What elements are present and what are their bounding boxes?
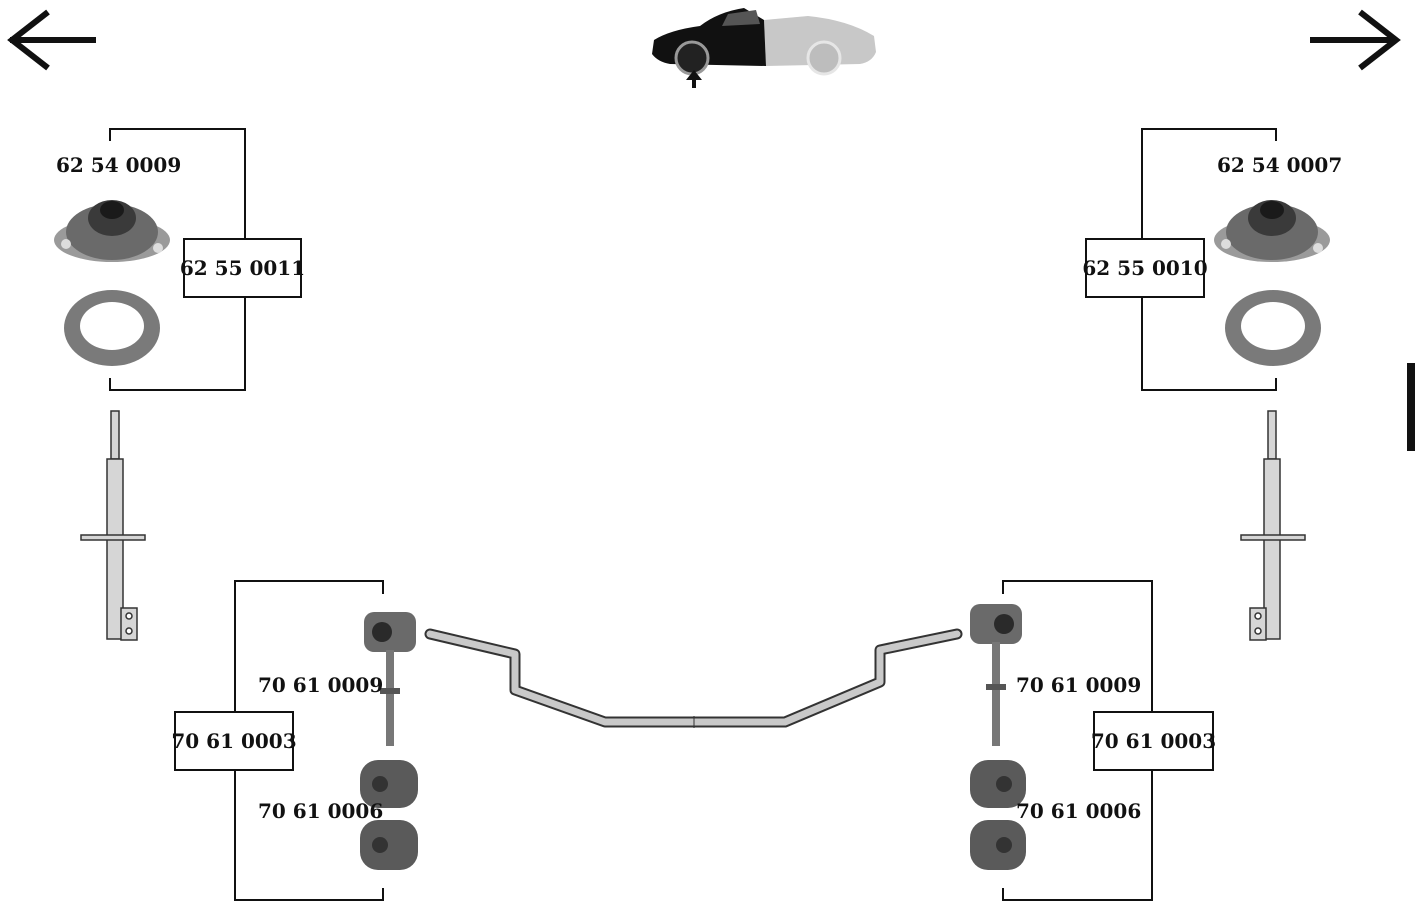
stabilizer-kit-box-left[interactable]: 70 61 0003 xyxy=(171,711,297,771)
stabilizer-bar xyxy=(424,628,963,728)
part-number-bush-left[interactable]: 70 61 0006 xyxy=(258,799,384,823)
part-number-link-left[interactable]: 70 61 0009 xyxy=(258,673,384,697)
shock-absorber-left xyxy=(80,410,146,641)
page-edge-marker xyxy=(1407,363,1415,451)
bearing-ring-left xyxy=(64,290,160,366)
part-kit-box-left[interactable]: 62 55 0011 xyxy=(180,238,305,298)
arrow-left-icon xyxy=(7,9,96,71)
part-kit-box-right[interactable]: 62 55 0010 xyxy=(1082,238,1208,298)
next-arrow-button[interactable] xyxy=(1308,8,1404,72)
stabilizer-link-left xyxy=(364,612,416,746)
stabilizer-kit-box-right[interactable]: 70 61 0003 xyxy=(1091,711,1216,771)
top-mount-right xyxy=(1214,200,1330,262)
stabilizer-link-right xyxy=(970,604,1022,746)
arrow-right-icon xyxy=(1310,9,1401,71)
shock-absorber-right xyxy=(1240,410,1306,641)
part-number-bush-right[interactable]: 70 61 0006 xyxy=(1016,799,1142,823)
bearing-ring-right xyxy=(1225,290,1321,366)
top-mount-left xyxy=(54,200,170,262)
part-number-top-mount-right[interactable]: 62 54 0007 xyxy=(1217,153,1343,177)
bush-left xyxy=(360,760,418,870)
bush-right xyxy=(970,760,1026,870)
car-front-axle-icon[interactable] xyxy=(648,2,880,94)
prev-arrow-button[interactable] xyxy=(4,8,98,72)
part-number-top-mount-left[interactable]: 62 54 0009 xyxy=(56,153,182,177)
part-number-link-right[interactable]: 70 61 0009 xyxy=(1016,673,1142,697)
